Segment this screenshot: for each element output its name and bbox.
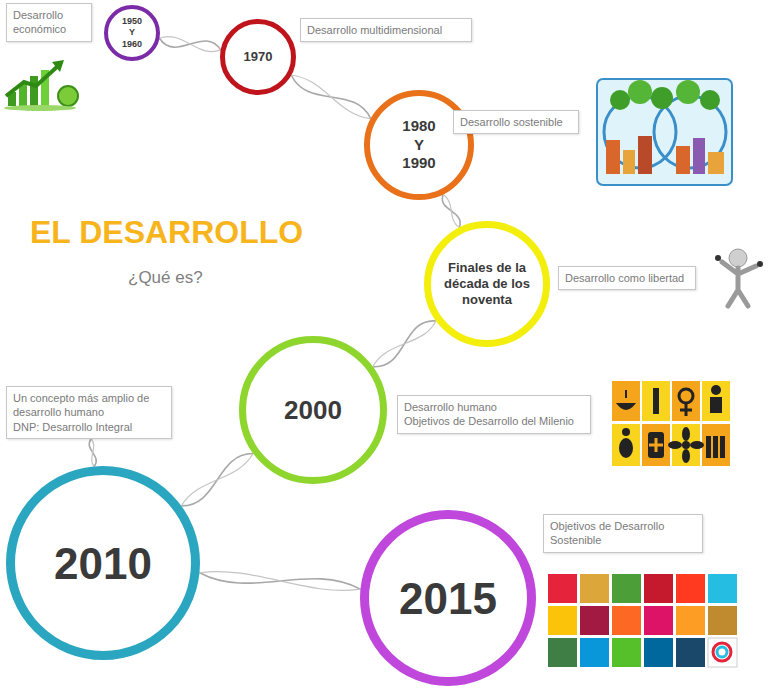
connector-strand	[160, 37, 221, 52]
year-circle: 2000	[239, 336, 387, 484]
label-box: Desarrollo económico	[6, 3, 92, 42]
timeline-connector	[200, 572, 361, 591]
year-label: 2010	[54, 536, 152, 591]
label-box: Desarrollo como libertad	[558, 266, 696, 290]
year-circle: 2010	[6, 466, 200, 660]
year-circle: 1980 Y 1990	[364, 90, 474, 200]
timeline-connector	[373, 321, 436, 367]
box-text: Desarrollo económico	[13, 8, 85, 37]
label-box: Desarrollo multidimensional	[300, 18, 472, 42]
connector-strand	[181, 454, 253, 506]
box-text: Desarrollo como libertad	[565, 271, 689, 285]
connector-strand	[200, 572, 361, 591]
box-text: DNP: Desarrollo Integral	[13, 420, 165, 434]
year-circle: Finales de la década de los noventa	[424, 221, 550, 347]
year-circle: 1970	[220, 19, 296, 95]
year-circle: 2015	[360, 510, 536, 686]
timeline-connector	[160, 37, 221, 52]
connector-line	[373, 321, 436, 367]
mdg-icons	[612, 381, 730, 466]
diagram-subtitle: ¿Qué es?	[128, 268, 203, 288]
year-label: 1980 Y 1990	[398, 117, 440, 173]
year-circle: 1950 Y 1960	[104, 5, 160, 61]
year-label: 1970	[244, 49, 273, 65]
connector-line	[291, 75, 370, 118]
label-box: Desarrollo sostenible	[453, 110, 579, 134]
label-box: Objetivos de Desarrollo Sostenible	[543, 514, 703, 553]
year-label: Finales de la década de los noventa	[440, 260, 534, 309]
box-text: Un concepto más amplio de desarrollo hum…	[13, 391, 165, 420]
connector-line	[442, 194, 460, 227]
year-label: 2015	[399, 571, 497, 626]
timeline-connector	[291, 75, 370, 118]
timeline-connector	[89, 439, 96, 467]
sustainability-illustration	[597, 79, 732, 185]
year-label: 1950 Y 1960	[119, 16, 145, 50]
timeline-connector	[442, 194, 460, 227]
box-text: Desarrollo multidimensional	[307, 23, 465, 37]
label-box: Un concepto más amplio de desarrollo hum…	[6, 386, 172, 439]
year-label: 2000	[284, 394, 342, 427]
connector-strand	[291, 75, 370, 118]
connector-strand	[373, 321, 436, 367]
person-figure	[715, 249, 763, 306]
growth-icon	[4, 60, 78, 111]
timeline-connector	[181, 454, 253, 506]
connector-line	[181, 454, 253, 506]
connector-line	[89, 439, 96, 467]
diagram-title: EL DESARROLLO	[30, 214, 303, 251]
connector-strand	[91, 439, 94, 467]
box-text: Desarrollo sostenible	[460, 115, 572, 129]
box-text: Desarrollo humano	[404, 400, 584, 414]
label-box: Desarrollo humanoObjetivos de Desarrollo…	[397, 395, 591, 434]
sdg-grid	[548, 574, 737, 667]
box-text: Objetivos de Desarrollo del Milenio	[404, 414, 584, 428]
connector-strand	[443, 194, 459, 227]
box-text: Objetivos de Desarrollo Sostenible	[550, 519, 696, 548]
